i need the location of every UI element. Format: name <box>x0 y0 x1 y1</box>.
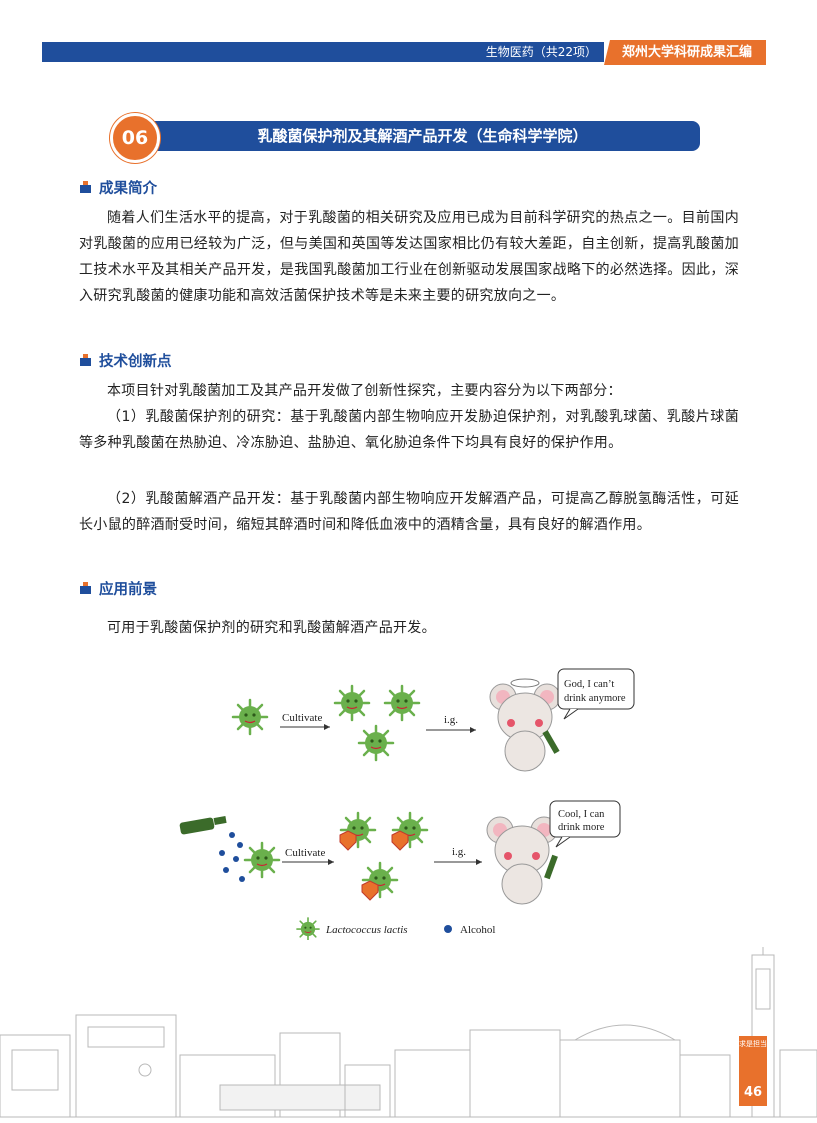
section-heading-text: 应用前景 <box>99 581 157 598</box>
arrow-label: i.g. <box>452 846 466 858</box>
header-category: 生物医药（共22项） <box>485 45 597 59</box>
bacteria-icon <box>333 684 371 722</box>
page-number: 46 <box>743 1085 763 1100</box>
happy-mouse-icon <box>486 816 558 905</box>
svg-text:drink anymore: drink anymore <box>564 693 626 704</box>
legend-bacteria-label: Lactococcus lactis <box>325 924 408 936</box>
innovation-paragraph-2: （1）乳酸菌保护剂的研究：基于乳酸菌内部生物响应开发胁迫保护剂，对乳酸乳球菌、乳… <box>79 409 739 451</box>
protected-bacteria-icon <box>339 811 377 851</box>
legend-alcohol-label: Alcohol <box>460 924 495 936</box>
mechanism-figure: Cultivate i.g. God, I can’t drink anymor… <box>179 668 635 940</box>
bacteria-icon <box>383 684 421 722</box>
svg-text:Cool, I can: Cool, I can <box>558 809 605 820</box>
section-heading-intro: 成果简介 <box>80 177 157 197</box>
arrow-label: Cultivate <box>285 847 325 859</box>
bacteria-icon <box>357 724 395 762</box>
application-paragraph: 可用于乳酸菌保护剂的研究和乳酸菌解酒产品开发。 <box>107 620 436 636</box>
header-bar <box>42 42 604 62</box>
header-book-tab <box>604 40 766 65</box>
header-book-title: 郑州大学科研成果汇编 <box>621 45 752 60</box>
dizzy-mouse-icon <box>489 678 561 772</box>
arrow-label: Cultivate <box>282 712 322 724</box>
svg-text:drink more: drink more <box>558 822 605 833</box>
section-heading-application: 应用前景 <box>80 578 157 598</box>
page-tab <box>739 1036 767 1106</box>
section-heading-innovation: 技术创新点 <box>80 350 172 370</box>
protected-bacteria-icon <box>361 861 399 901</box>
speech-bubble: Cool, I can drink more <box>549 800 621 848</box>
innovation-paragraph-1: 本项目针对乳酸菌加工及其产品开发做了创新性探究，主要内容分为以下两部分： <box>107 383 622 399</box>
section-marker-icon <box>80 181 91 193</box>
section-marker-icon <box>80 582 91 594</box>
intro-paragraph: 随着人们生活水平的提高，对于乳酸菌的相关研究及应用已成为目前科学研究的热点之一。… <box>79 210 739 304</box>
campus-skyline-illustration <box>0 947 817 1118</box>
section-heading-text: 成果简介 <box>99 180 157 197</box>
bacteria-icon <box>243 841 281 879</box>
title-banner <box>140 121 700 151</box>
arrow-label: i.g. <box>444 714 458 726</box>
speech-bubble: God, I can’t drink anymore <box>557 668 635 720</box>
alcohol-dots <box>219 832 245 882</box>
project-title: 乳酸菌保护剂及其解酒产品开发（生命科学学院） <box>257 127 588 145</box>
bottle-icon <box>179 816 227 835</box>
protected-bacteria-icon <box>391 811 429 851</box>
innovation-paragraph-3: （2）乳酸菌解酒产品开发：基于乳酸菌内部生物响应开发解酒产品，可提高乙醇脱氢酶活… <box>79 491 739 533</box>
svg-text:God, I can’t: God, I can’t <box>564 679 614 690</box>
motto-seal: 求是担当 <box>739 1040 767 1048</box>
section-marker-icon <box>80 354 91 366</box>
bacteria-icon <box>231 698 269 736</box>
legend: Lactococcus lactis Alcohol <box>296 917 495 940</box>
section-heading-text: 技术创新点 <box>99 353 172 370</box>
project-number-badge: 06 <box>110 113 160 163</box>
